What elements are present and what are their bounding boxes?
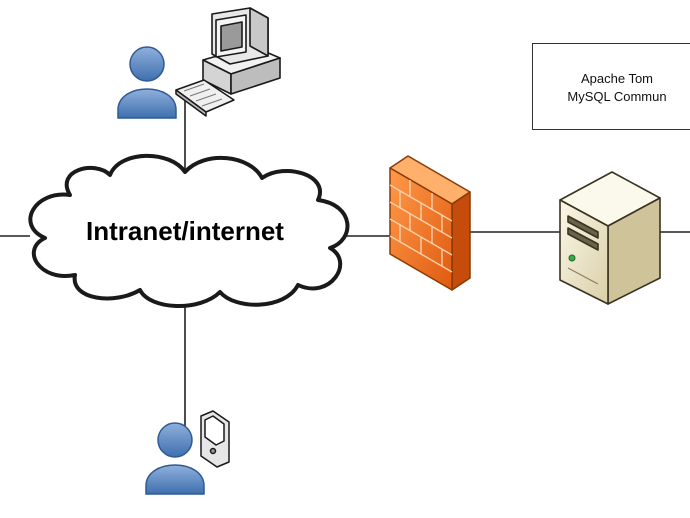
firewall-icon — [389, 155, 471, 291]
keyboard-icon — [175, 79, 235, 117]
cloud-label: Intranet/internet — [86, 216, 284, 246]
mobile-phone-icon — [200, 410, 230, 468]
connector-lines — [0, 100, 690, 438]
server-icon — [559, 171, 661, 305]
mobile-user-icon — [145, 422, 205, 495]
note-line-1: Apache Tom — [580, 71, 654, 86]
cloud-icon — [28, 153, 350, 309]
desktop-computer-icon — [202, 7, 281, 95]
server-software-note: Apache Tom MySQL Commun — [532, 43, 690, 130]
note-line-2: MySQL Commun — [567, 89, 667, 104]
desktop-user-icon — [117, 46, 177, 119]
